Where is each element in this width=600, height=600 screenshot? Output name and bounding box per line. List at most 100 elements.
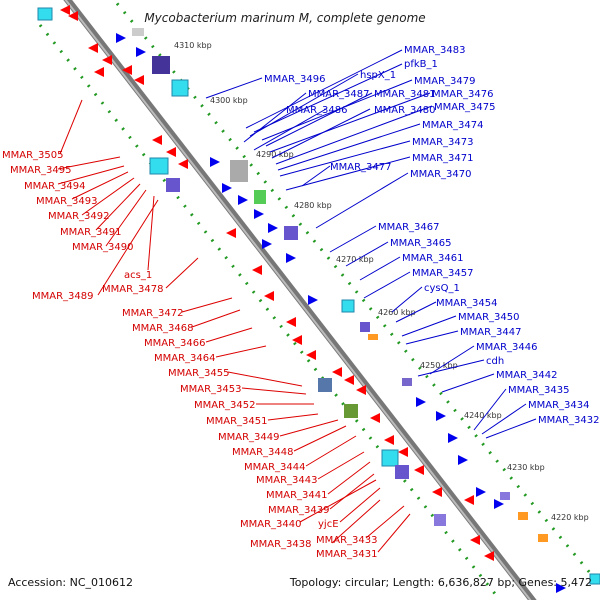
feature-box (434, 514, 446, 526)
gene-label: MMAR_3450 (458, 312, 520, 323)
gene-label: MMAR_3461 (402, 253, 464, 264)
feature-box (368, 334, 378, 340)
feature-box (318, 378, 332, 392)
kbp-tick: 4310 kbp (174, 41, 212, 50)
genome-backbone (63, 0, 537, 600)
gene-label: MMAR_3448 (232, 447, 294, 458)
feature-box (381, 449, 399, 467)
gene-label: cdh (486, 356, 504, 367)
gene-label: MMAR_3464 (154, 353, 216, 364)
reverse-gene-labels: MMAR_3505 MMAR_3495 MMAR_3494 MMAR_3493 … (2, 150, 378, 560)
gene-label: yjcE (318, 519, 339, 530)
feature-box (538, 534, 548, 542)
gene-label: MMAR_3446 (476, 342, 538, 353)
gene-label: MMAR_3433 (316, 535, 378, 546)
gene-label: MMAR_3438 (250, 539, 312, 550)
gene-label: MMAR_3453 (180, 384, 242, 395)
gene-label: MMAR_3452 (194, 400, 256, 411)
gene-label: MMAR_3465 (390, 238, 452, 249)
gene-label: MMAR_3434 (528, 400, 590, 411)
gene-label: MMAR_3493 (36, 196, 98, 207)
feature-box (360, 322, 370, 332)
diagram-title: Mycobacterium marinum M, complete genome (144, 11, 425, 25)
gene-label: MMAR_3486 (286, 105, 348, 116)
genome-backbone-highlight (64, 0, 532, 600)
gene-label: MMAR_3477 (330, 162, 392, 173)
reverse-strand-features (37, 5, 494, 561)
kbp-tick: 4290 kbp (256, 150, 294, 159)
gene-label: MMAR_3505 (2, 150, 64, 161)
gene-label: pfkB_1 (404, 59, 438, 70)
gene-label: MMAR_3470 (410, 169, 472, 180)
gene-label: hspX_1 (360, 70, 396, 81)
gene-label: MMAR_3457 (412, 268, 474, 279)
feature-box (152, 56, 170, 74)
gene-label: MMAR_3478 (102, 284, 164, 295)
kbp-tick: 4250 kbp (420, 361, 458, 370)
forward-gene-labels: MMAR_3483 pfkB_1 MMAR_3496 hspX_1 MMAR_3… (264, 45, 600, 426)
gene-label: MMAR_3431 (316, 549, 378, 560)
kbp-tick: 4300 kbp (210, 96, 248, 105)
gene-label: MMAR_3472 (122, 308, 184, 319)
feature-box (166, 178, 180, 192)
kbp-tick: 4260 kbp (378, 308, 416, 317)
gene-label: cysQ_1 (424, 283, 460, 294)
feature-box (254, 190, 266, 204)
feature-box (500, 492, 510, 500)
feature-box (518, 512, 528, 520)
reverse-label-callouts (57, 99, 411, 553)
gene-label: MMAR_3474 (422, 120, 484, 131)
kbp-tick: 4230 kbp (507, 463, 545, 472)
gene-label: MMAR_3439 (268, 505, 330, 516)
kbp-tick-labels: 4310 kbp 4300 kbp 4290 kbp 4280 kbp 4270… (174, 41, 589, 522)
gene-label: MMAR_3494 (24, 181, 86, 192)
gene-label: MMAR_3491 (60, 227, 122, 238)
gene-label: MMAR_3467 (378, 222, 440, 233)
feature-box (171, 79, 189, 97)
gene-label: MMAR_3496 (264, 74, 326, 85)
gene-label: MMAR_3487 (308, 89, 370, 100)
kbp-tick: 4270 kbp (336, 255, 374, 264)
feature-box (37, 7, 53, 21)
gene-label: acs_1 (124, 270, 152, 281)
gene-label: MMAR_3435 (508, 385, 570, 396)
forward-label-callouts (205, 49, 537, 439)
gene-label: MMAR_3444 (244, 462, 306, 473)
feature-box (589, 573, 600, 585)
outer-dotted-track-right (112, 0, 600, 586)
gene-label: MMAR_3492 (48, 211, 110, 222)
gene-label: MMAR_3432 (538, 415, 600, 426)
accession-text: Accession: NC_010612 (8, 576, 133, 589)
feature-box (132, 28, 144, 36)
outer-dotted-track-left (38, 24, 502, 600)
gene-label: MMAR_3475 (434, 102, 496, 113)
gene-label: MMAR_3471 (412, 153, 474, 164)
genome-summary-text: Topology: circular; Length: 6,636,827 bp… (289, 576, 592, 589)
gene-label: MMAR_3479 (414, 76, 476, 87)
feature-box (341, 299, 355, 313)
gene-label: MMAR_3481 (374, 89, 436, 100)
feature-box (284, 226, 298, 240)
feature-box (344, 404, 358, 418)
gene-label: MMAR_3480 (374, 105, 436, 116)
gene-label: MMAR_3443 (256, 475, 318, 486)
gene-label: MMAR_3489 (32, 291, 94, 302)
gene-label: MMAR_3473 (412, 137, 474, 148)
feature-box (395, 465, 409, 479)
gene-label: MMAR_3451 (206, 416, 268, 427)
gene-label: MMAR_3495 (10, 165, 72, 176)
gene-label: MMAR_3455 (168, 368, 230, 379)
gene-label: MMAR_3483 (404, 45, 466, 56)
gene-label: MMAR_3466 (144, 338, 206, 349)
gene-label: MMAR_3468 (132, 323, 194, 334)
forward-strand-features (116, 28, 600, 593)
gene-label: MMAR_3454 (436, 298, 498, 309)
gene-label: MMAR_3441 (266, 490, 328, 501)
gene-label: MMAR_3440 (240, 519, 302, 530)
kbp-tick: 4280 kbp (294, 201, 332, 210)
gene-label: MMAR_3442 (496, 370, 558, 381)
gene-label: MMAR_3447 (460, 327, 522, 338)
kbp-tick: 4220 kbp (551, 513, 589, 522)
gene-label: MMAR_3490 (72, 242, 134, 253)
